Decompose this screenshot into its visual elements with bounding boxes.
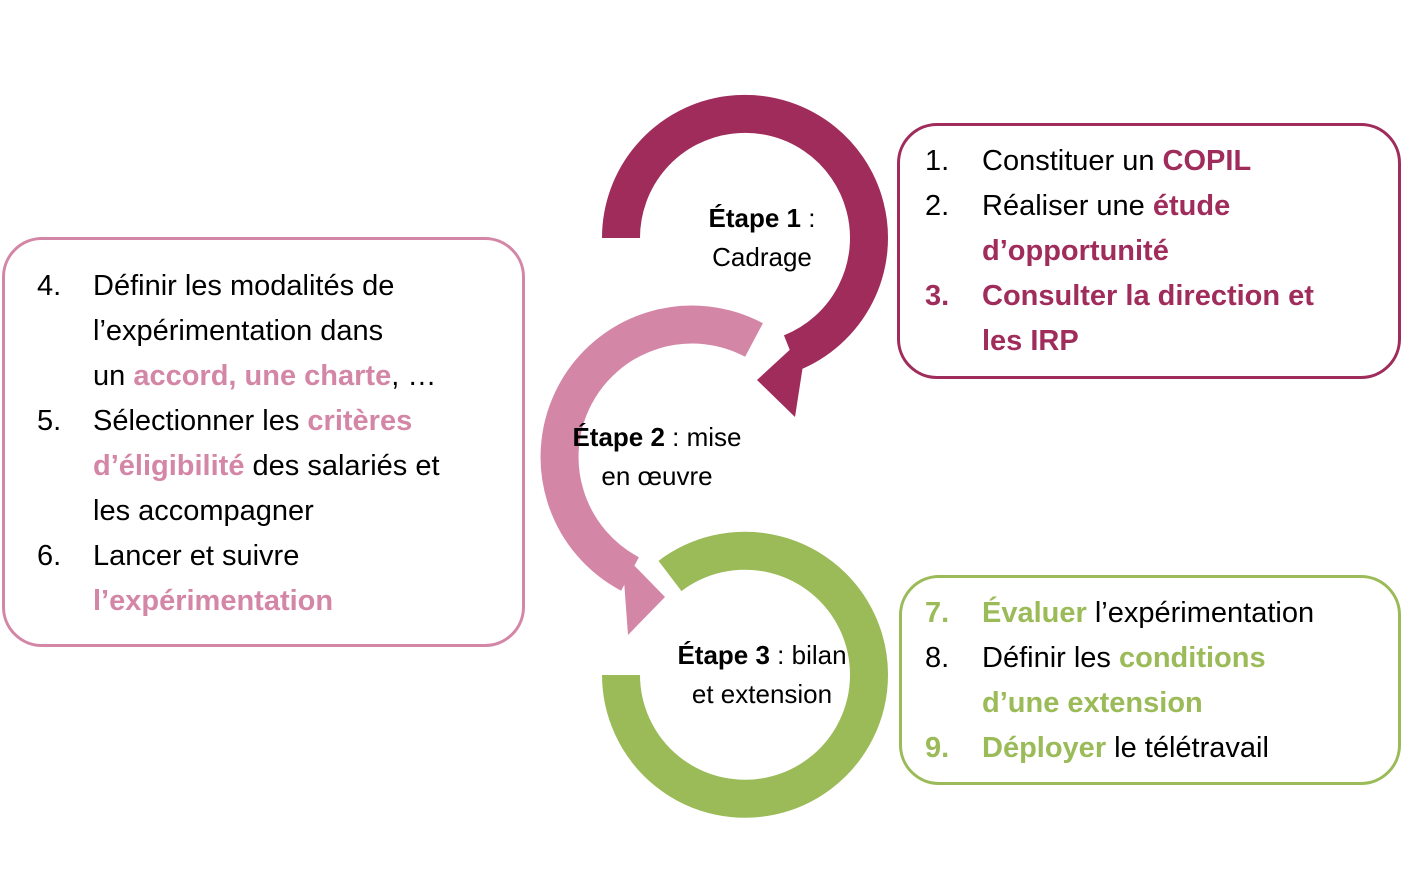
task-highlight: d’une extension [982,687,1203,719]
stage2-title: Étape 2 [572,422,665,452]
stage2-arrowhead [622,553,665,635]
task-line: les IRP [982,319,1079,364]
task-text: Définir les [982,642,1119,674]
task-highlight: étude [1152,190,1231,222]
task-highlight: critères [307,405,413,437]
task-text: Sélectionner les [93,405,308,437]
task-highlight: les IRP [982,325,1079,357]
task-line: l’expérimentation [93,579,333,624]
task-line: Lancer et suivre [93,534,299,579]
task-text: l’expérimentation dans [93,315,384,347]
stage3-colon: : bilan [769,640,847,670]
task-line: Consulter la direction et [982,274,1314,319]
stage1-arc [602,94,888,371]
task-text: un [93,360,134,392]
stage3-tasks-box [899,575,1401,785]
task-highlight: conditions [1119,642,1266,674]
task-number: 7. [925,597,950,629]
task-highlight: Évaluer [982,597,1087,629]
task-number: 4. [37,270,62,302]
stage2-subtitle: en œuvre [601,461,713,491]
stage3-label: Étape 3 : bilan et extension [652,636,872,714]
task-text: Réaliser une [982,190,1153,222]
task-highlight: accord, une charte [133,360,392,392]
task-text: l’expérimentation [1086,597,1315,629]
stage1-arrowhead [757,333,808,417]
stage3-title: Étape 3 [677,640,770,670]
task-line: d’éligibilité des salariés et [93,444,440,489]
stage2-tasks-box [2,237,525,647]
task-highlight: Déployer [982,732,1107,764]
task-line: d’une extension [982,681,1203,726]
task-number: 3. [925,280,950,312]
stage2-arc [540,305,763,591]
task-number: 6. [37,540,62,572]
task-text: , … [391,360,437,392]
task-line: Constituer un COPIL [982,139,1251,184]
task-text: Définir les modalités de [93,270,395,302]
task-line: un accord, une charte, … [93,354,436,399]
task-highlight: Consulter la direction et [982,280,1314,312]
stage1-title: Étape 1 [708,203,802,233]
task-number: 9. [925,732,950,764]
task-line: Définir les conditions [982,636,1266,681]
task-line: d’opportunité [982,229,1169,274]
task-highlight: d’éligibilité [93,450,245,482]
task-highlight: COPIL [1162,145,1252,177]
stage3-subtitle: et extension [691,679,833,709]
task-number: 2. [925,190,950,222]
task-text: les accompagner [93,495,314,527]
task-number: 8. [925,642,950,674]
stage1-colon: : [801,203,816,233]
task-text: Constituer un [982,145,1163,177]
task-line: l’expérimentation dans [93,309,383,354]
task-line: les accompagner [93,489,314,534]
task-number: 5. [37,405,62,437]
task-highlight: d’opportunité [982,235,1169,267]
stage2-colon: : mise [664,422,742,452]
task-text: le télétravail [1106,732,1269,764]
stage1-label: Étape 1 : Cadrage [682,199,842,277]
task-line: Déployer le télétravail [982,726,1269,771]
stage1-subtitle: Cadrage [712,242,812,272]
task-text: Lancer et suivre [93,540,300,572]
task-text: des salariés et [244,450,440,482]
task-line: Sélectionner les critères [93,399,412,444]
stage3-arc [602,531,888,818]
stage1-tasks-box [897,123,1401,379]
task-highlight: l’expérimentation [93,585,334,617]
task-number: 1. [925,145,950,177]
task-line: Réaliser une étude [982,184,1230,229]
stage2-label: Étape 2 : mise en œuvre [547,418,767,496]
task-line: Évaluer l’expérimentation [982,591,1314,636]
task-line: Définir les modalités de [93,264,394,309]
